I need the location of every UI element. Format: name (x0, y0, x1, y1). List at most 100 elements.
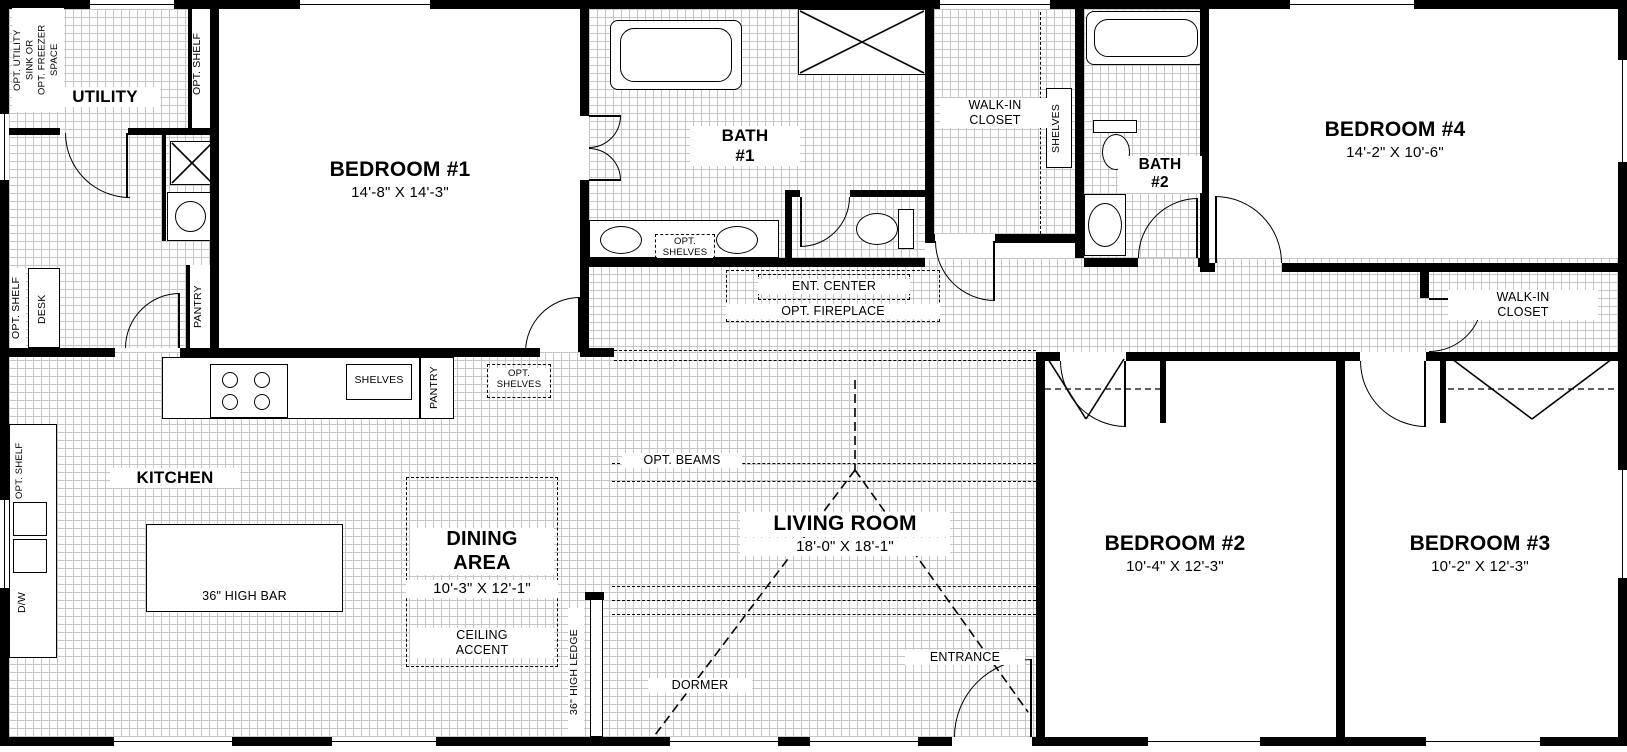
wall (995, 234, 1084, 243)
door-leaf (800, 197, 802, 247)
opt-shelves-kitchen-box (487, 364, 551, 398)
opt-beam-line (612, 586, 1036, 587)
opt-shelf-kitchen-label: OPT. SHELF (14, 442, 25, 500)
door-leaf (578, 297, 580, 352)
living-room-dims: 18'-0" X 18'-1" (740, 538, 950, 556)
opt-shelves-bath1-label: OPT. SHELVES (657, 236, 713, 259)
wall (186, 265, 190, 348)
wall (1336, 352, 1345, 737)
wall (1036, 352, 1045, 737)
dishwasher-label: D/W (16, 591, 28, 613)
pantry-cabinet (420, 357, 454, 419)
closet-door-line (1531, 358, 1613, 420)
ceiling-accent-box (406, 477, 558, 667)
opt-beam-line (612, 600, 1036, 601)
dormer-label: DORMER (648, 678, 752, 693)
window (112, 737, 234, 746)
door-leaf (1215, 196, 1217, 263)
ent-center-label: ENT. CENTER (758, 279, 910, 294)
opt-beam-line (612, 463, 1036, 464)
walkin-closet-right-label: WALK-IN CLOSET (1448, 290, 1598, 320)
kitchen-sink-basin (13, 539, 47, 573)
bedroom3-label: BEDROOM #3 (1409, 532, 1551, 555)
window (1618, 468, 1627, 580)
wall (1200, 263, 1215, 272)
opt-shelf-label: OPT. SHELF (191, 32, 203, 96)
opt-shelf-label: OPT. SHELF (10, 268, 26, 348)
sink-bath1-left (600, 226, 642, 254)
wall (580, 348, 614, 357)
door-leaf (1124, 361, 1126, 427)
bedroom2-label: BEDROOM #2 (1104, 532, 1246, 555)
door-leaf (126, 133, 128, 198)
wall (1282, 263, 1618, 272)
living-room-label: LIVING ROOM (740, 512, 950, 537)
window (668, 737, 780, 746)
exterior-wall (0, 0, 9, 746)
door-leaf (1196, 198, 1198, 258)
wall (1160, 352, 1166, 423)
wall (9, 348, 115, 357)
ledge-end-wall (585, 592, 604, 600)
door-leaf (178, 293, 180, 348)
wall (162, 133, 166, 241)
burner-icon (254, 394, 270, 410)
door-leaf (589, 179, 621, 181)
desk-label: DESK (36, 294, 48, 324)
island-bar (146, 524, 343, 612)
window (88, 0, 176, 9)
wall (1126, 352, 1360, 361)
shelves-unit-kitchen (346, 364, 412, 400)
ent-center-outer-box (726, 270, 940, 322)
door-swing-arc (1215, 196, 1282, 263)
bedroom4-label: BEDROOM #4 (1324, 118, 1466, 141)
door-leaf (993, 241, 995, 301)
shelves-kitchen-label: SHELVES (354, 374, 404, 386)
bedroom1-dims: 14'-8" X 14'-3" (351, 184, 449, 201)
wall (1075, 9, 1084, 258)
utility-label: UTILITY (50, 87, 160, 108)
wall (785, 190, 800, 197)
desk (28, 268, 60, 348)
wall (925, 9, 934, 243)
window (0, 112, 9, 182)
window (1618, 58, 1627, 164)
window (1424, 737, 1542, 746)
door-swing-arc (1060, 361, 1126, 427)
opt-beam-line (612, 614, 1036, 615)
opt-shelves-kitchen-label: OPT. SHELVES (489, 368, 549, 391)
shelf-strip (190, 9, 210, 128)
exterior-wall (0, 0, 1627, 9)
kitchen-label: KITCHEN (110, 468, 240, 489)
bedroom4-dims: 14'-2" X 10'-6" (1346, 144, 1444, 161)
window (0, 498, 9, 590)
wall (1198, 258, 1209, 267)
window (1146, 737, 1262, 746)
window (330, 737, 438, 746)
wall (9, 128, 60, 135)
door-swing-arc (525, 297, 580, 352)
shower (798, 9, 926, 75)
sink-bath2 (1088, 203, 1122, 247)
bedroom1-label: BEDROOM #1 (329, 158, 471, 181)
toilet-1-bowl (856, 213, 898, 245)
wall (580, 9, 589, 116)
ceiling-accent-label: CEILING ACCENT (410, 628, 554, 658)
window (938, 0, 1052, 9)
wall (785, 190, 792, 258)
entrance-label: ENTRANCE (905, 650, 1025, 665)
bath1-label: BATH #1 (690, 126, 800, 167)
wall (925, 234, 935, 243)
door-leaf (1424, 361, 1426, 427)
bathtub-2-basin (1094, 19, 1198, 57)
dining-dims: 10'-3" X 12'-1" (406, 580, 558, 598)
ceiling-line (614, 350, 1036, 351)
wall (850, 190, 925, 197)
closet-door-line (1451, 358, 1533, 420)
window (1288, 0, 1416, 9)
wall (180, 348, 210, 357)
window (808, 737, 920, 746)
shelves-unit-walkin (1046, 88, 1072, 168)
wall (580, 258, 925, 267)
